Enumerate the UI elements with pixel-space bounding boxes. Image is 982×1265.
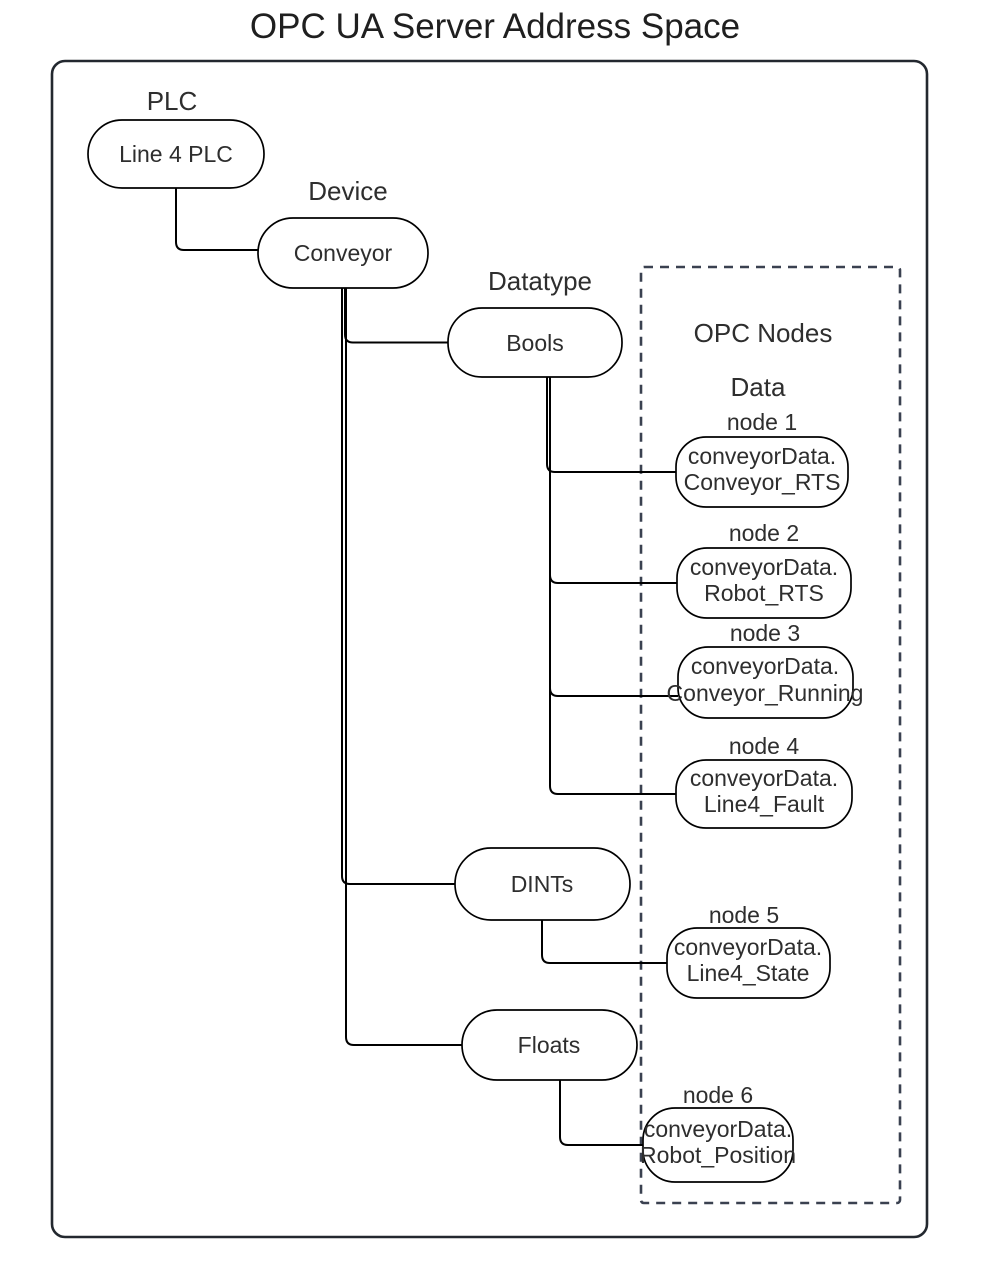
plc-node-label: Line 4 PLC (119, 141, 233, 167)
connector-conveyor-dints (341, 288, 455, 885)
opc-nodes-dashed-frame (639, 265, 902, 1205)
opc-node-3-name-line1: conveyorData. (691, 653, 839, 679)
opc-node-3-label: node 3 (730, 620, 800, 646)
opc-node-5-label: node 5 (709, 902, 779, 928)
datatype-category-label: Datatype (488, 266, 592, 296)
datatype-bools-shape (447, 307, 623, 378)
opc-node-4-name-line1: conveyorData. (690, 765, 838, 791)
opc-node-5-group: node 5 conveyorData. Line4_State (666, 902, 831, 999)
datatype-dints-group: DINTs (454, 847, 631, 921)
opc-node-6-name-line2: Robot_Position (640, 1142, 796, 1168)
connector-floats-node6 (559, 1080, 643, 1146)
opc-node-1-group: node 1 conveyorData. Conveyor_RTS (675, 409, 849, 508)
datatype-floats-label: Floats (518, 1032, 581, 1058)
opc-node-1-name-line2: Conveyor_RTS (684, 469, 841, 495)
device-category-label: Device (308, 176, 387, 206)
opc-node-1-shape (675, 436, 849, 508)
connector-bools-node2 (549, 377, 677, 584)
device-node-group: Conveyor (257, 217, 429, 289)
opc-node-5-name-line1: conveyorData. (674, 934, 822, 960)
opc-node-6-shape (642, 1107, 794, 1183)
datatype-floats-shape (461, 1009, 638, 1081)
opc-node-5-shape (666, 927, 831, 999)
opc-node-6-name-line1: conveyorData. (644, 1116, 792, 1142)
opc-node-2-name-line2: Robot_RTS (704, 580, 824, 606)
opc-node-4-label: node 4 (729, 733, 800, 759)
opc-node-5-name-line2: Line4_State (687, 960, 810, 986)
opc-node-4-shape (675, 759, 853, 829)
opc-node-1-name-line1: conveyorData. (688, 443, 836, 469)
datatype-floats-group: Floats (461, 1009, 638, 1081)
opc-node-2-label: node 2 (729, 520, 799, 546)
connector-dints-node5 (541, 920, 667, 964)
datatype-dints-label: DINTs (511, 871, 574, 897)
opc-node-2-group: node 2 conveyorData. Robot_RTS (676, 520, 852, 619)
opc-node-3-group: node 3 conveyorData. Conveyor_Running (667, 620, 864, 719)
connector-bools-node4 (549, 377, 676, 795)
diagram-title: OPC UA Server Address Space (250, 7, 740, 46)
datatype-dints-shape (454, 847, 631, 921)
connector-conveyor-floats (345, 288, 462, 1046)
connector-plc-conveyor (175, 188, 258, 251)
opc-node-6-label: node 6 (683, 1082, 753, 1108)
connector-bools-node1 (546, 377, 676, 473)
plc-node-shape (87, 119, 265, 189)
opc-node-6-group: node 6 conveyorData. Robot_Position (640, 1082, 796, 1183)
connector-conveyor-bools (344, 288, 448, 344)
plc-node-group: Line 4 PLC (87, 119, 265, 189)
connector-bools-node3 (549, 377, 678, 697)
opc-node-4-group: node 4 conveyorData. Line4_Fault (675, 733, 853, 829)
device-node-shape (257, 217, 429, 289)
outer-frame (50, 59, 929, 1239)
data-subheading: Data (731, 372, 786, 402)
opc-nodes-heading: OPC Nodes (694, 318, 833, 348)
opc-node-2-name-line1: conveyorData. (690, 554, 838, 580)
opc-node-3-shape (677, 646, 854, 719)
opc-node-4-name-line2: Line4_Fault (704, 791, 825, 817)
datatype-bools-group: Bools (447, 307, 623, 378)
device-node-label: Conveyor (294, 240, 393, 266)
plc-category-label: PLC (147, 86, 198, 116)
datatype-bools-label: Bools (506, 330, 564, 356)
opc-node-3-name-line2: Conveyor_Running (667, 680, 864, 706)
opc-node-2-shape (676, 547, 852, 619)
opc-node-1-label: node 1 (727, 409, 797, 435)
